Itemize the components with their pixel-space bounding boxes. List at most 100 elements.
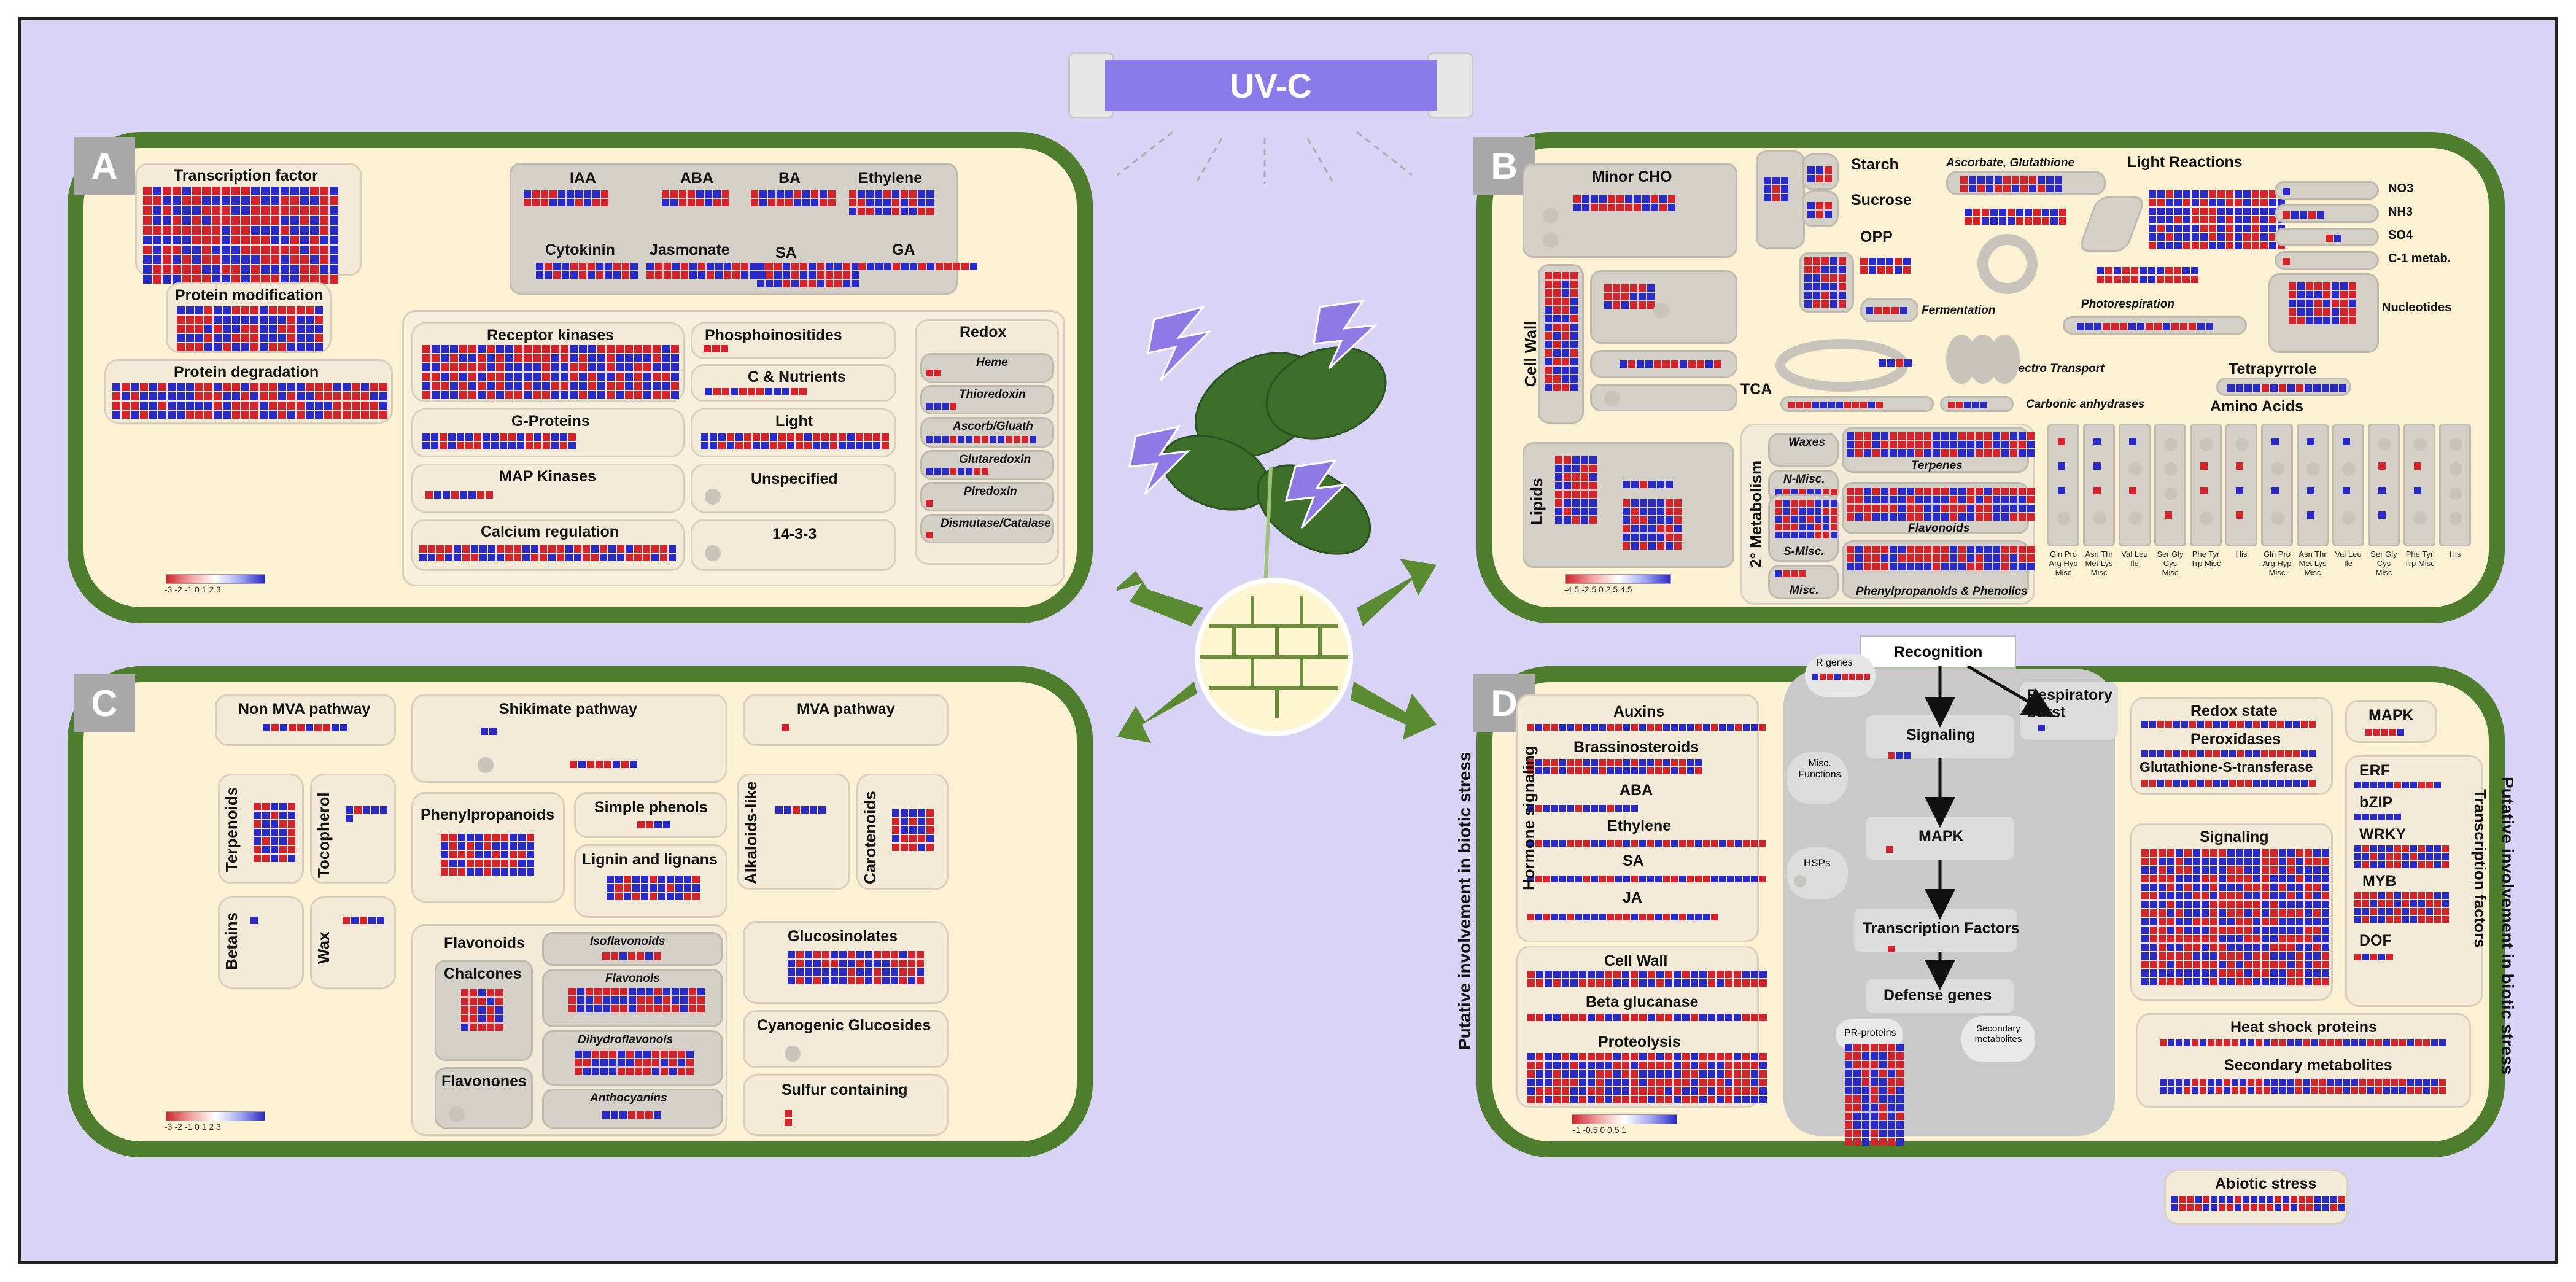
- heatmap-cell: [2313, 961, 2321, 968]
- heatmap-cell: [306, 306, 314, 314]
- heatmap-cell: [1648, 1014, 1655, 1021]
- heatmap-cell: [202, 187, 211, 195]
- heatmap-cell: [195, 411, 203, 419]
- hormone-aba-heatmap: [662, 190, 729, 206]
- heatmap-cell: [2217, 216, 2225, 223]
- cell-wall-arrow2: [1590, 384, 1737, 411]
- heatmap-cell: [1995, 176, 2002, 184]
- heatmap-cell: [2378, 900, 2385, 907]
- heatmap-cell: [2213, 750, 2220, 757]
- heatmap-cell: [1648, 1096, 1655, 1103]
- heatmap-cell: [2150, 892, 2157, 899]
- heatmap-cell: [796, 951, 804, 958]
- heatmap-cell: [2291, 211, 2299, 219]
- heatmap-cell: [2165, 780, 2172, 787]
- heatmap-cell: [1623, 534, 1630, 541]
- heatmap-cell: [467, 842, 474, 850]
- heatmap-cell: [1583, 840, 1590, 847]
- heatmap-cell: [2442, 916, 2449, 923]
- heatmap-cell: [158, 411, 166, 419]
- heatmap-cell: [269, 334, 277, 342]
- heatmap-cell: [2019, 449, 2026, 457]
- heatmap-cell: [2296, 849, 2303, 857]
- heatmap-cell: [1898, 488, 1906, 495]
- heatmap-cell: [542, 382, 550, 390]
- heatmap-cell: [2367, 1087, 2374, 1094]
- heatmap-cell: [260, 392, 268, 400]
- heatmap-cell: [310, 196, 319, 205]
- heatmap-cell: [2159, 952, 2166, 960]
- heatmap-cell: [1888, 1138, 1895, 1146]
- heatmap-cell: [1727, 876, 1734, 882]
- heatmap-cell: [2322, 892, 2329, 899]
- heatmap-cell: [1657, 534, 1664, 541]
- hormone-ga-label: GA: [892, 241, 915, 258]
- heatmap-cell: [622, 263, 629, 270]
- heatmap-cell: [2184, 901, 2192, 908]
- heatmap-cell: [2378, 782, 2385, 788]
- heatmap-cell: [330, 275, 338, 284]
- heatmap-cell: [2402, 845, 2409, 852]
- heatmap-cell: [278, 325, 286, 333]
- heatmap-cell: [587, 761, 594, 768]
- heatmap-cell: [518, 834, 526, 841]
- heatmap-cell: [1535, 914, 1542, 920]
- heatmap-cell: [1553, 298, 1561, 305]
- heatmap-cell: [186, 334, 194, 342]
- heatmap-cell: [697, 988, 705, 995]
- heatmap-cell: [2182, 276, 2190, 283]
- heatmap-cell: [2226, 208, 2233, 215]
- heatmap-cell: [1903, 258, 1911, 265]
- heatmap-cell: [2343, 1039, 2350, 1046]
- heatmap-cell: [192, 196, 201, 205]
- heatmap-cell: [618, 1051, 625, 1058]
- heatmap-cell: [1868, 402, 1875, 408]
- heatmap-cell: [1642, 204, 1650, 211]
- heatmap-cell: [2193, 892, 2200, 899]
- heatmap-cell: [910, 263, 917, 270]
- heatmap-cell: [805, 968, 812, 976]
- heatmap-cell: [1717, 971, 1724, 978]
- mapk-d-box: MAPK: [2345, 700, 2437, 743]
- heatmap-cell: [575, 190, 583, 198]
- heatmap-cell: [2184, 849, 2192, 857]
- heatmap-cell: [2279, 849, 2286, 857]
- heatmap-cell: [1640, 516, 1647, 524]
- heatmap-cell: [1751, 1014, 1758, 1021]
- heatmap-cell: [942, 468, 949, 475]
- heatmap-cell: [2174, 267, 2181, 274]
- heatmap-cell: [2128, 323, 2136, 330]
- heatmap-cell: [1623, 914, 1630, 920]
- heatmap-cell: [2313, 978, 2321, 985]
- heatmap-cell: [2235, 225, 2242, 232]
- heatmap-cell: [1799, 570, 1806, 577]
- heatmap-cell: [926, 208, 934, 215]
- heatmap-cell: [1553, 375, 1561, 383]
- heatmap-cell: [1553, 332, 1561, 340]
- heatmap-cell: [271, 196, 279, 205]
- heatmap-cell: [2330, 384, 2338, 392]
- heatmap-cell: [1613, 1096, 1621, 1103]
- heatmap-cell: [315, 306, 323, 314]
- heatmap-cell: [496, 363, 504, 371]
- heatmap-cell: [505, 345, 513, 353]
- heatmap-cell: [1872, 546, 1880, 553]
- heatmap-cell: [192, 236, 201, 244]
- heatmap-cell: [909, 844, 917, 851]
- heatmap-cell: [608, 545, 616, 553]
- heatmap-cell: [918, 199, 925, 206]
- heatmap-cell: [458, 860, 465, 867]
- heatmap-cell: [2184, 927, 2192, 934]
- heatmap-cell: [1958, 449, 1966, 457]
- heatmap-cell: [2203, 1204, 2209, 1211]
- heatmap-cell: [1562, 324, 1569, 331]
- heatmap-cell: [1655, 840, 1662, 847]
- heatmap-cell: [1588, 1079, 1595, 1086]
- heatmap-cell: [2267, 1196, 2273, 1203]
- amino-acid-cell: [2129, 487, 2136, 494]
- heatmap-cell: [926, 818, 934, 825]
- heatmap-cell: [788, 951, 795, 958]
- heatmap-cell: [517, 433, 524, 441]
- heatmap-cell: [306, 392, 314, 400]
- heatmap-cell: [568, 433, 576, 441]
